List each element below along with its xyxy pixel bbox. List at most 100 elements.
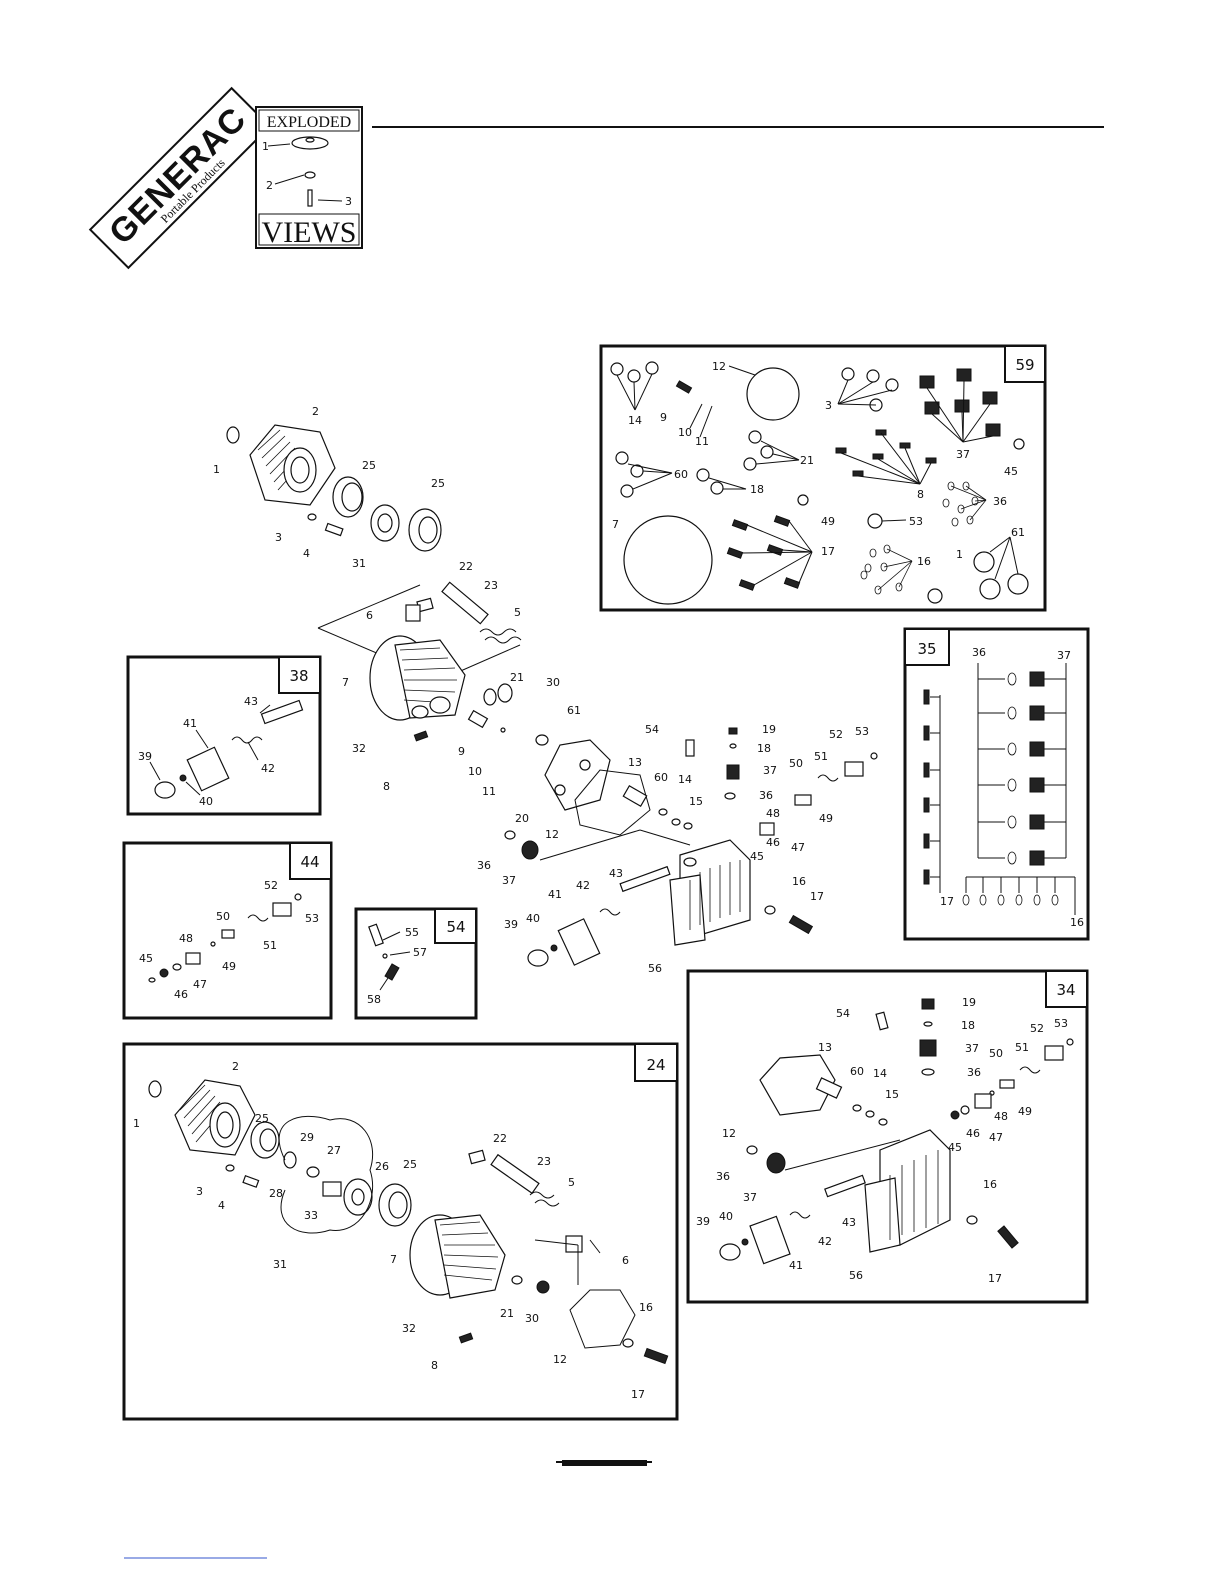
b34-callout: 43	[842, 1216, 856, 1229]
b24-callout: 7	[390, 1253, 397, 1266]
main-callout: 12	[545, 828, 559, 841]
b24-callout: 6	[622, 1254, 629, 1267]
main-callout: 17	[810, 890, 824, 903]
b59-callout: 17	[821, 545, 835, 558]
main-callout: 3	[275, 531, 282, 544]
b24-callout: 8	[431, 1359, 438, 1372]
b38-callout: 43	[244, 695, 258, 708]
main-callout: 4	[303, 547, 310, 560]
b54-callout: 57	[413, 946, 427, 959]
b34-callout: 18	[961, 1019, 975, 1032]
inset-34: 34 19 54 18	[686, 969, 1089, 1304]
main-callout: 1	[213, 463, 220, 476]
main-callout: 13	[628, 756, 642, 769]
main-assembly: 1 2 3 4 25 31 25 22 23 6 5 7 32 8 21 30 …	[213, 405, 878, 975]
b44-callout: 51	[263, 939, 277, 952]
inset-38: 38 43 41 42 39 40	[126, 655, 322, 816]
b38-callout: 41	[183, 717, 197, 730]
main-callout: 14	[678, 773, 692, 786]
main-callout: 61	[567, 704, 581, 717]
b34-callout: 17	[988, 1272, 1002, 1285]
book-label-2: 2	[266, 179, 273, 192]
main-callout: 7	[342, 676, 349, 689]
inset-24: 24	[122, 1042, 679, 1421]
b59-callout: 61	[1011, 526, 1025, 539]
b34-callout: 60	[850, 1065, 864, 1078]
b24-callout: 28	[269, 1187, 283, 1200]
b24-callout: 2	[232, 1060, 239, 1073]
b34-callout: 52	[1030, 1022, 1044, 1035]
b59-callout: 12	[712, 360, 726, 373]
main-callout: 5	[514, 606, 521, 619]
main-callout: 22	[459, 560, 473, 573]
b34-callout: 19	[962, 996, 976, 1009]
b34-callout: 36	[967, 1066, 981, 1079]
b34-callout: 45	[948, 1141, 962, 1154]
b59-callout: 14	[628, 414, 642, 427]
b24-callout: 21	[500, 1307, 514, 1320]
main-callout: 19	[762, 723, 776, 736]
main-callout: 43	[609, 867, 623, 880]
b24-callout: 31	[273, 1258, 287, 1271]
inset-59: 59	[599, 344, 1047, 612]
main-callout: 25	[362, 459, 376, 472]
inset-number: 44	[300, 853, 319, 871]
b24-callout: 25	[403, 1158, 417, 1171]
main-callout: 53	[855, 725, 869, 738]
b44-callout: 49	[222, 960, 236, 973]
main-callout: 10	[468, 765, 482, 778]
main-callout: 51	[814, 750, 828, 763]
b24-callout: 12	[553, 1353, 567, 1366]
b59-callout: 16	[917, 555, 931, 568]
b34-callout: 47	[989, 1131, 1003, 1144]
b59-callout: 53	[909, 515, 923, 528]
b34-callout: 37	[743, 1191, 757, 1204]
inset-35: 35 36	[903, 627, 1090, 941]
main-callout: 42	[576, 879, 590, 892]
b24-callout: 17	[631, 1388, 645, 1401]
b24-callout: 3	[196, 1185, 203, 1198]
b24-callout: 22	[493, 1132, 507, 1145]
b59-callout: 45	[1004, 465, 1018, 478]
b34-callout: 54	[836, 1007, 850, 1020]
b54-callout: 58	[367, 993, 381, 1006]
b34-callout: 41	[789, 1259, 803, 1272]
b35-callout: 16	[1070, 916, 1084, 929]
main-callout: 37	[763, 764, 777, 777]
main-callout: 36	[477, 859, 491, 872]
b24-callout: 33	[304, 1209, 318, 1222]
b38-callout: 39	[138, 750, 152, 763]
main-callout: 60	[654, 771, 668, 784]
b59-callout: 18	[750, 483, 764, 496]
b59-callout: 11	[695, 435, 709, 448]
b59-callout: 10	[678, 426, 692, 439]
b44-callout: 48	[179, 932, 193, 945]
main-callout: 37	[502, 874, 516, 887]
book-label-3: 3	[345, 195, 352, 208]
main-callout: 54	[645, 723, 659, 736]
inset-number: 35	[917, 640, 936, 658]
inset-54: 54 55 57 58	[354, 907, 478, 1020]
main-callout: 50	[789, 757, 803, 770]
b34-callout: 14	[873, 1067, 887, 1080]
b59-callout: 37	[956, 448, 970, 461]
b59-callout: 36	[993, 495, 1007, 508]
main-callout: 20	[515, 812, 529, 825]
b54-callout: 55	[405, 926, 419, 939]
b59-callout: 1	[956, 548, 963, 561]
main-callout: 21	[510, 671, 524, 684]
b24-callout: 16	[639, 1301, 653, 1314]
book-title-bottom: VIEWS	[262, 216, 357, 249]
b34-callout: 40	[719, 1210, 733, 1223]
inset-number: 38	[289, 667, 308, 685]
main-callout: 15	[689, 795, 703, 808]
main-callout: 11	[482, 785, 496, 798]
b35-callout: 36	[972, 646, 986, 659]
main-callout: 52	[829, 728, 843, 741]
b34-callout: 13	[818, 1041, 832, 1054]
main-callout: 46	[766, 836, 780, 849]
inset-number: 59	[1015, 356, 1034, 374]
main-callout: 56	[648, 962, 662, 975]
main-callout: 30	[546, 676, 560, 689]
